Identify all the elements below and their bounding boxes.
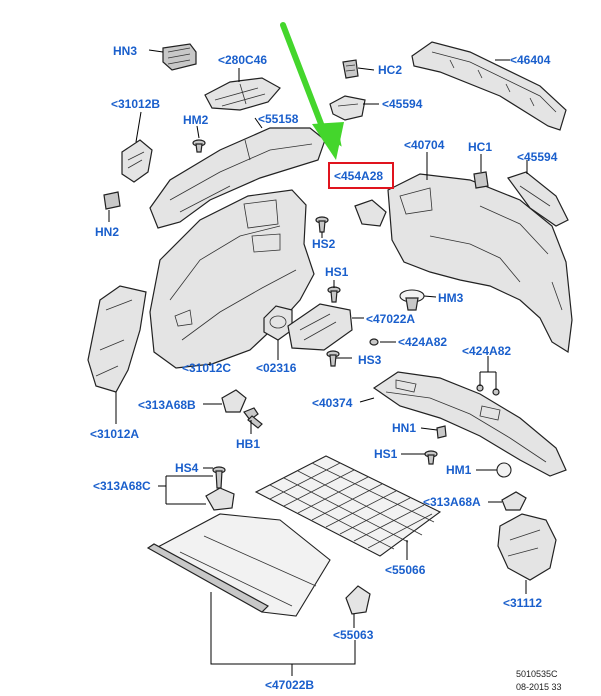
- part-40704-cover-panel: [387, 173, 573, 354]
- label-45594-right: <45594: [517, 150, 558, 164]
- part-hm3-pin: [399, 289, 425, 311]
- label-313a68a: <313A68A: [423, 495, 481, 509]
- label-hn3: HN3: [113, 44, 137, 58]
- part-45594-right-bracket: [507, 171, 569, 227]
- label-55158: <55158: [258, 112, 299, 126]
- part-31112-bracket: [497, 513, 557, 581]
- footer-ref: 5010535C: [516, 669, 558, 679]
- label-hc1: HC1: [468, 140, 492, 154]
- label-31012a: <31012A: [90, 427, 139, 441]
- label-31012b: <31012B: [111, 97, 160, 111]
- label-424a82-right: <424A82: [462, 344, 511, 358]
- part-40374-scuff-plate: [372, 371, 567, 477]
- green-pointer-arrow: [280, 22, 344, 160]
- part-424a82-clip-mid: [369, 338, 379, 346]
- part-hm1-pin: [496, 462, 512, 478]
- label-hs3: HS3: [358, 353, 382, 367]
- label-hs2: HS2: [312, 237, 336, 251]
- part-hn1-clip: [436, 425, 447, 439]
- label-hm3: HM3: [438, 291, 464, 305]
- label-hs1-top: HS1: [325, 265, 349, 279]
- part-hb1-bolt: [243, 407, 263, 429]
- part-55063-bracket: [345, 585, 371, 615]
- footer-date: 08-2015 33: [516, 682, 562, 692]
- part-55158-upper-panel: [149, 127, 326, 229]
- part-hc2-clip: [342, 59, 359, 79]
- label-55066: <55066: [385, 563, 426, 577]
- part-hs4-screw: [212, 466, 226, 489]
- part-hn3-clip: [162, 43, 197, 71]
- label-hs1-bottom: HS1: [374, 447, 398, 461]
- label-40374: <40374: [312, 396, 353, 410]
- highlight-box-454a28: [328, 162, 394, 189]
- part-hs1-top-screw: [327, 286, 341, 303]
- part-313a68c-bracket: [205, 487, 235, 511]
- label-02316: <02316: [256, 361, 297, 375]
- part-47022a-bracket: [287, 303, 353, 351]
- label-280c46: <280C46: [218, 53, 267, 67]
- part-hs3-screw: [326, 350, 340, 367]
- callout-labels: HN3 <280C46 HC2 <46404 <31012B HM2 <5515…: [90, 44, 558, 692]
- part-280c46-bracket: [204, 77, 281, 111]
- label-55063: <55063: [333, 628, 374, 642]
- leader-lines: [108, 49, 528, 676]
- part-45594-top: [329, 95, 366, 121]
- label-47022b: <47022B: [265, 678, 314, 692]
- label-31112: <31112: [503, 596, 542, 610]
- label-47022a: <47022A: [366, 312, 415, 326]
- part-47022b-cargo-cover: [146, 513, 331, 617]
- label-424a82-mid: <424A82: [398, 335, 447, 349]
- part-hc1-clip: [473, 171, 489, 189]
- part-hn2-clip: [103, 191, 121, 210]
- label-313a68c: <313A68C: [93, 479, 151, 493]
- part-46404-trim-strip: [411, 41, 567, 131]
- label-31012c: <31012C: [182, 361, 231, 375]
- label-hm2: HM2: [183, 113, 209, 127]
- part-hs1-bottom-screw: [424, 450, 438, 465]
- part-hs2-screw: [315, 216, 329, 233]
- label-454a28: <454A28: [334, 169, 383, 183]
- label-hm1: HM1: [446, 463, 472, 477]
- part-hm2-pin: [192, 139, 206, 153]
- part-55066-cargo-net: [254, 455, 442, 557]
- label-hn1: HN1: [392, 421, 416, 435]
- part-31012a-vertical-trim: [87, 285, 147, 393]
- label-hc2: HC2: [378, 63, 402, 77]
- label-40704: <40704: [404, 138, 445, 152]
- label-hn2: HN2: [95, 225, 119, 239]
- label-45594-top: <45594: [382, 97, 423, 111]
- label-46404: <46404: [510, 53, 551, 67]
- label-313a68b: <313A68B: [138, 398, 196, 412]
- part-313a68b-bracket: [221, 389, 247, 413]
- part-454a28-pad: [354, 199, 387, 227]
- label-hb1: HB1: [236, 437, 260, 451]
- part-31012b-bracket: [121, 139, 153, 183]
- part-313a68a-bracket: [501, 491, 527, 511]
- label-hs4: HS4: [175, 461, 199, 475]
